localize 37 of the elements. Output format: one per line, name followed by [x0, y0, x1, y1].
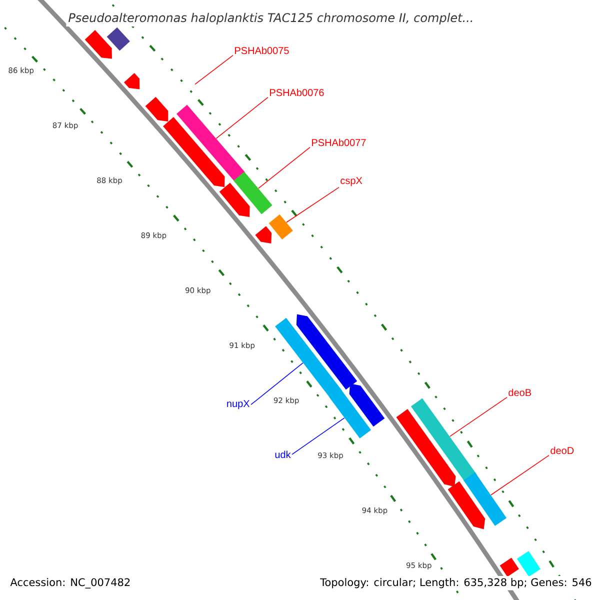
gene-label: udk [275, 450, 291, 458]
gene-label: cspX [340, 177, 362, 186]
gene-label: PSHAb0076 [270, 88, 324, 96]
gene-feature [255, 226, 272, 244]
gene-feature [396, 408, 456, 487]
gene-feature [329, 388, 372, 438]
gene-feature [464, 472, 506, 526]
gene-feature [84, 30, 112, 59]
gene-feature [410, 398, 478, 483]
gene-label: PSHAb0077 [312, 138, 366, 146]
gene-feature [268, 214, 293, 240]
gene-label: deoD [550, 446, 574, 454]
leader-line [194, 54, 234, 85]
leader-line [286, 186, 340, 223]
leader-line [449, 396, 508, 437]
gene-feature [176, 104, 246, 182]
gene-feature [219, 182, 250, 218]
footer-text: Topology: circular; Length: 635,328 bp; Genes: 546 [318, 576, 594, 590]
gene-feature [448, 481, 486, 530]
gene-feature [296, 314, 358, 390]
gene-feature [500, 558, 519, 577]
gene-feature [145, 96, 168, 122]
gene-feature [516, 550, 541, 577]
gene-feature [124, 72, 140, 90]
leader-line [250, 362, 304, 405]
leader-line [490, 454, 550, 496]
leader-line [292, 418, 345, 455]
gene-label: nupX [227, 400, 250, 410]
gene-label: deoB [508, 388, 532, 396]
gene-feature [349, 383, 385, 427]
gene-feature [106, 27, 130, 51]
gene-feature [234, 172, 272, 214]
gene-feature [163, 117, 225, 188]
gene-label: PSHAb0075 [235, 46, 289, 54]
map-title: Pseudoalteromonas haloplanktis TAC125 chromosome II, complet... [66, 10, 476, 26]
footer-text: Accession: NC_007482 [10, 578, 130, 588]
leader-line [258, 146, 310, 189]
